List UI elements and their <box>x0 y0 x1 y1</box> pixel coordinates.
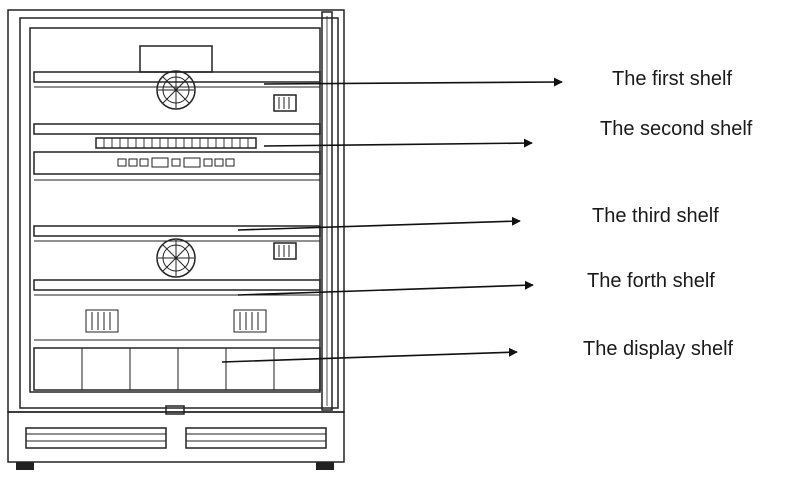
right-foot <box>316 462 334 470</box>
label-third-shelf: The third shelf <box>592 205 719 227</box>
door-frame <box>19 17 339 409</box>
base-clip <box>165 405 185 415</box>
fan-cover <box>139 45 213 73</box>
base-grille-left <box>25 427 167 449</box>
bottom-left-vent <box>85 309 119 333</box>
base-grille-right <box>185 427 327 449</box>
shelf-3 <box>33 225 321 237</box>
bottom-right-vent <box>233 309 267 333</box>
lower-vent <box>273 242 297 260</box>
base-panel <box>7 411 345 463</box>
arrow-third-shelf <box>237 216 521 231</box>
shelf-1 <box>33 71 321 83</box>
arrow-second-shelf <box>263 138 533 148</box>
arrow-forth-shelf <box>237 280 534 296</box>
display-shelf <box>33 347 321 391</box>
shelf-4 <box>33 279 321 291</box>
control-panel <box>33 151 321 175</box>
lower-fan-icon <box>156 238 196 278</box>
arrow-display-shelf <box>221 347 518 363</box>
top-fan-icon <box>156 70 196 110</box>
label-second-shelf: The second shelf <box>600 118 753 140</box>
left-foot <box>16 462 34 470</box>
inner-cavity <box>29 27 321 393</box>
door-hinge <box>321 11 333 411</box>
arrow-first-shelf <box>263 77 563 87</box>
label-forth-shelf: The forth shelf <box>587 270 715 292</box>
shelf-2 <box>33 123 321 135</box>
label-display-shelf: The display shelf <box>583 338 734 360</box>
label-first-shelf: The first shelf <box>612 68 733 90</box>
top-vent <box>273 94 297 112</box>
control-buttons <box>117 157 235 168</box>
